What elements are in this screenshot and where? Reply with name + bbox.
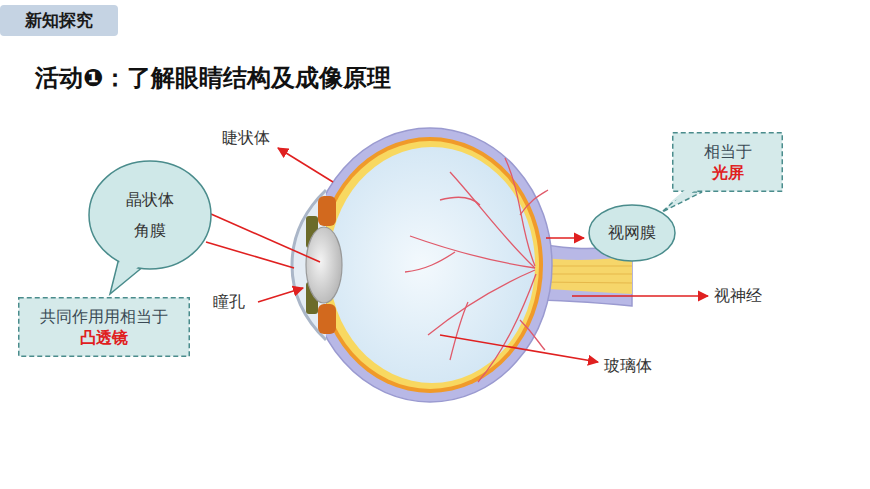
section-badge: 新知探究 <box>0 5 118 36</box>
node-outline <box>18 297 190 357</box>
node-outline <box>88 160 212 270</box>
speech-bubble: 晶状体角膜 <box>88 160 212 270</box>
speech-bubble: 视网膜 <box>588 204 676 262</box>
retina-layer <box>321 141 539 389</box>
blood-vessels <box>405 158 548 382</box>
note-box: 相当于光屏 <box>672 132 783 192</box>
note-box: 共同作用用相当于凸透镜 <box>18 297 190 357</box>
node-text: 新知探究 <box>25 10 93 30</box>
node-text: 凸透镜 <box>80 328 128 347</box>
eye-front <box>292 190 342 340</box>
page-title: 活动❶：了解眼睛结构及成像原理 <box>35 62 391 94</box>
choroid <box>317 137 543 393</box>
part-label: 玻璃体 <box>604 356 652 375</box>
part-label: 瞳孔 <box>213 292 245 311</box>
node-text: 光屏 <box>712 163 744 182</box>
node-text: 角膜 <box>134 221 166 240</box>
node-outline <box>672 132 783 192</box>
sclera <box>308 128 552 402</box>
part-label: 睫状体 <box>222 128 270 147</box>
lens <box>306 227 342 303</box>
node-text: 晶状体 <box>126 190 174 209</box>
leader-lines <box>206 148 708 362</box>
node-text: 相当于 <box>704 142 752 161</box>
node-text: 视网膜 <box>608 223 656 242</box>
vitreous-body <box>329 147 535 383</box>
part-label: 视神经 <box>714 286 762 305</box>
node-text: 共同作用用相当于 <box>40 307 168 326</box>
